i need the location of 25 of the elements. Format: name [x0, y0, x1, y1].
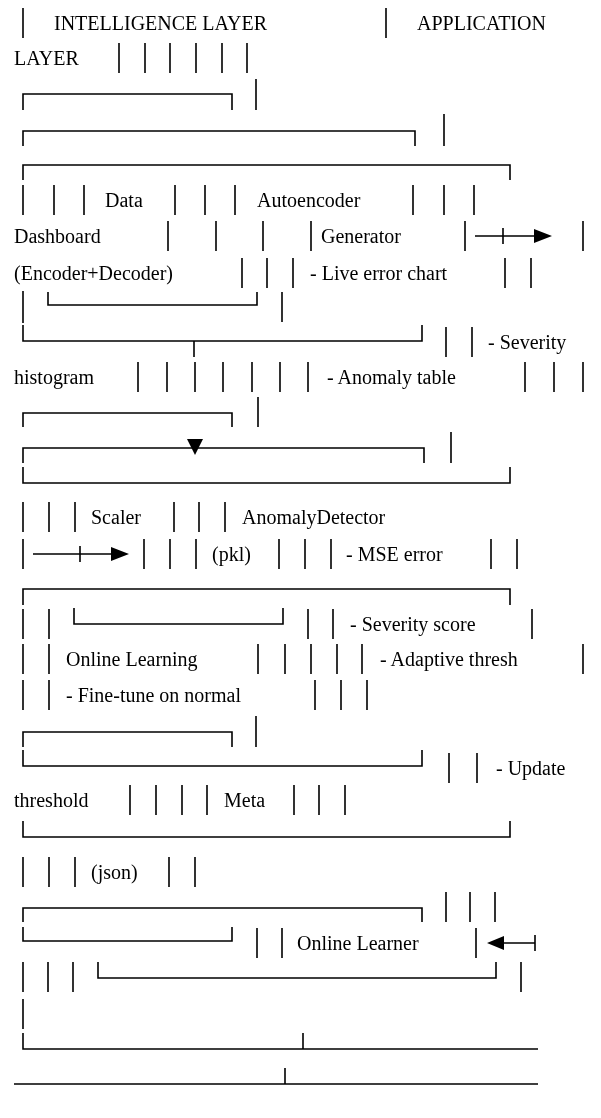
- label-text: INTELLIGENCE LAYER: [54, 11, 268, 35]
- label-text: Dashboard: [14, 224, 101, 248]
- label-text: - Update: [496, 756, 566, 780]
- label-text: - MSE error: [346, 542, 443, 566]
- label-text: threshold: [14, 788, 89, 812]
- label-text: Data: [105, 188, 143, 212]
- label-text: Online Learner: [297, 931, 419, 955]
- label-text: - Anomaly table: [327, 365, 456, 389]
- label-text: Meta: [224, 788, 266, 812]
- label-text: (pkl): [212, 542, 251, 566]
- label-text: histogram: [14, 365, 94, 389]
- label-text: (Encoder+Decoder): [14, 261, 173, 285]
- label-text: Generator: [321, 224, 401, 248]
- label-text: - Adaptive thresh: [380, 647, 518, 671]
- label-text: LAYER: [14, 46, 79, 70]
- label-text: Scaler: [91, 505, 141, 529]
- label-text: (json): [91, 860, 138, 884]
- label-text: AnomalyDetector: [242, 505, 386, 529]
- label-text: - Severity: [488, 330, 567, 354]
- label-text: - Severity score: [350, 612, 476, 636]
- label-text: APPLICATION: [417, 11, 546, 35]
- label-text: - Fine-tune on normal: [66, 683, 241, 707]
- label-text: Online Learning: [66, 647, 198, 671]
- label-text: Autoencoder: [257, 188, 361, 212]
- label-text: - Live error chart: [310, 261, 448, 285]
